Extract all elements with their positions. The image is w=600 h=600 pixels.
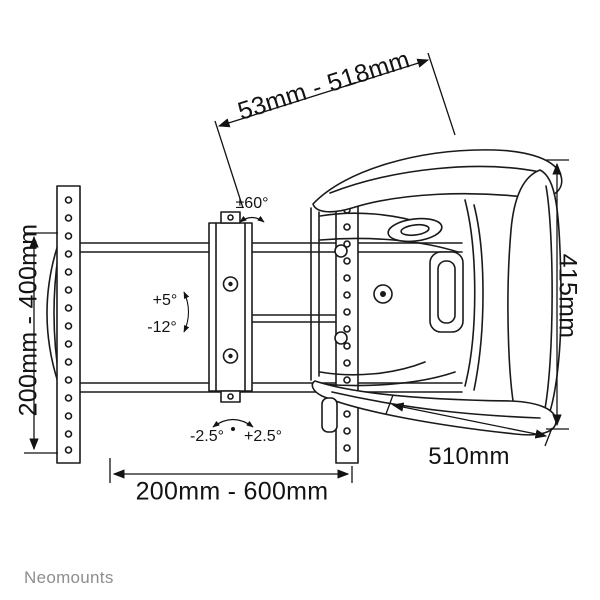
dimension-top-diagonal: [214, 52, 456, 209]
support-arms: [79, 242, 463, 393]
mount-drawing: [46, 149, 563, 464]
angle-label-tilt-down: -12°: [147, 319, 177, 336]
dimension-right-vertical: [546, 159, 569, 430]
tilt-arc: [183, 291, 190, 333]
dimension-label-bottom-diagonal: 510mm: [428, 443, 510, 470]
dimension-bottom-horizontal: [109, 458, 353, 483]
brand-logo-text: Neomounts: [24, 568, 114, 587]
angle-label-rotation-plus: +2.5°: [244, 428, 282, 445]
rotation-pivot-dot: [231, 427, 235, 431]
angle-label-rotation-minus: -2.5°: [190, 428, 224, 445]
vesa-rail-right: [335, 195, 359, 464]
rotation-arc: [212, 418, 254, 428]
swivel-arc: [239, 215, 265, 223]
dimension-bottom-diagonal: [385, 394, 553, 447]
angle-arcs: [183, 215, 265, 431]
dimension-label-bottom-horizontal: 200mm - 600mm: [135, 477, 329, 506]
angle-label-tilt-up: +5°: [152, 292, 178, 309]
dimension-label-left-vertical: 200mm - 400mm: [14, 223, 43, 417]
wall-plate: [208, 211, 253, 403]
vesa-rail-left: [56, 185, 81, 464]
dimension-lines: [24, 52, 569, 483]
angle-label-swivel: ±60°: [235, 195, 269, 212]
dimension-left-vertical: [24, 232, 58, 454]
dimension-label-right-vertical: 415mm: [553, 253, 582, 339]
